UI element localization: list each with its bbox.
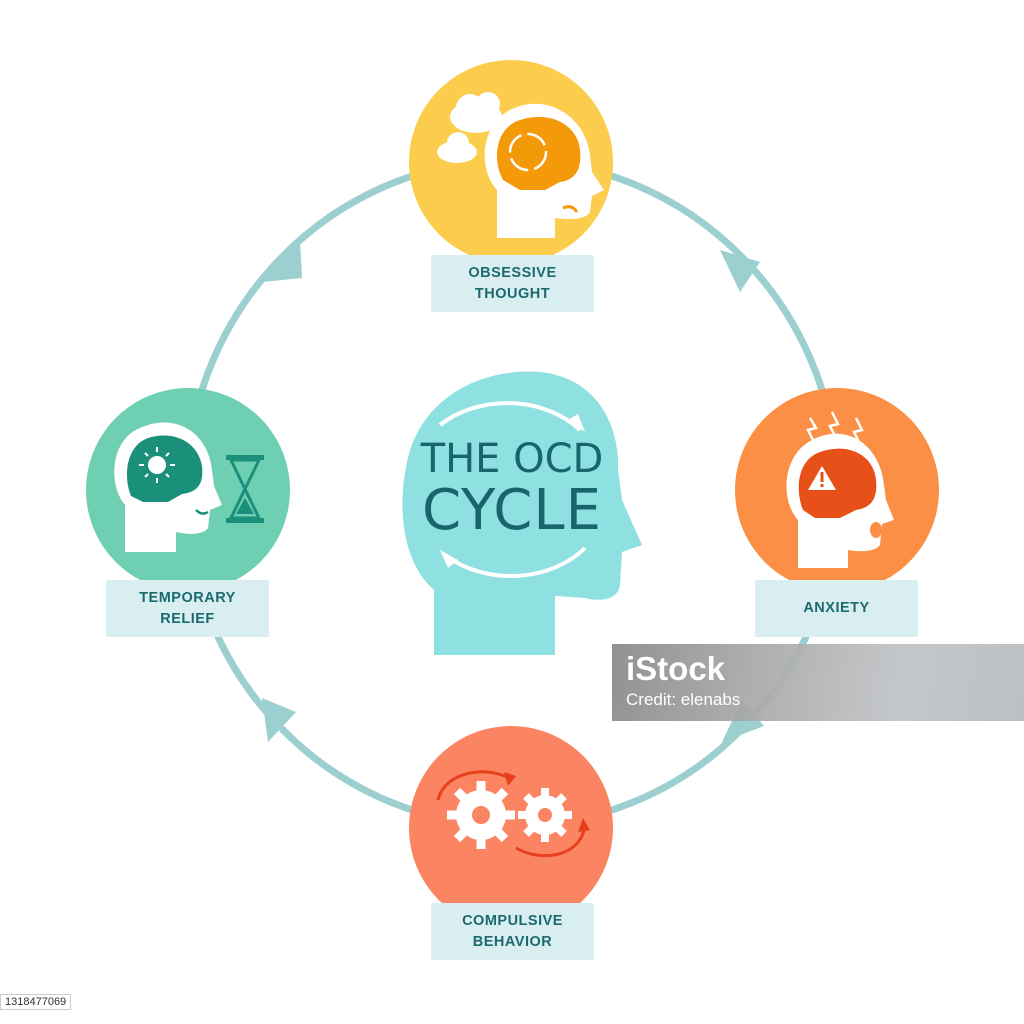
- label-temporary-relief: TEMPORARY RELIEF: [106, 580, 269, 637]
- watermark-credit: Credit: elenabs: [626, 690, 741, 709]
- arrow-head-top-right: [720, 250, 760, 292]
- obsessive-thought-icon: [409, 60, 613, 264]
- compulsive-behavior-icon: [409, 726, 613, 930]
- arrow-head-bottom-left: [262, 698, 296, 742]
- label-line: OBSESSIVE: [468, 264, 557, 281]
- watermark: iStock Credit: elenabs: [612, 644, 1024, 721]
- center-head-icon: [402, 371, 642, 655]
- title-line-2: CYCLE: [422, 478, 602, 543]
- temporary-relief-icon: [86, 388, 290, 592]
- label-line: ANXIETY: [803, 600, 870, 616]
- label-line: COMPULSIVE: [462, 912, 563, 929]
- label-line: TEMPORARY: [139, 589, 236, 606]
- lightning-icon: [806, 411, 864, 445]
- watermark-logo: iStock: [626, 650, 726, 687]
- arrow-head-bottom-right: [722, 700, 764, 742]
- gear-icon: [447, 781, 515, 849]
- label-compulsive-behavior: COMPULSIVE BEHAVIOR: [431, 903, 594, 960]
- anxiety-icon: [735, 388, 939, 592]
- arrow-head-top-left: [262, 240, 302, 282]
- clouds-icon: [437, 92, 502, 163]
- image-id: 1318477069: [0, 994, 72, 1010]
- sun-icon: [139, 447, 175, 483]
- gear-icon: [518, 788, 572, 842]
- label-line: BEHAVIOR: [472, 933, 553, 950]
- label-line: RELIEF: [160, 610, 215, 627]
- title-line-1: THE OCD: [420, 436, 604, 482]
- hourglass-icon: [226, 455, 264, 523]
- label-obsessive-thought: OBSESSIVE THOUGHT: [431, 255, 594, 312]
- label-anxiety: ANXIETY: [755, 580, 918, 637]
- label-line: THOUGHT: [474, 285, 551, 302]
